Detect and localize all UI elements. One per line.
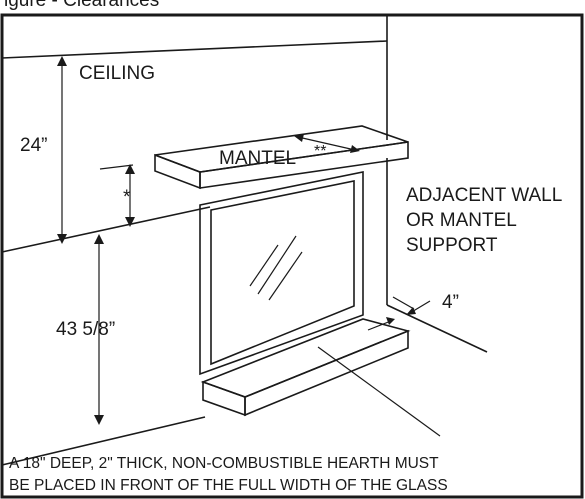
glass-glare	[249, 244, 279, 287]
arrow-up-icon	[125, 164, 135, 174]
dimension-line-4-inner	[367, 320, 392, 331]
arrow-down-icon	[125, 217, 135, 227]
adjacent-wall-label-line-1: ADJACENT WALL	[406, 185, 562, 206]
arrow-right-icon	[386, 317, 395, 325]
arrow-right-icon	[350, 145, 360, 153]
fireplace-frame	[199, 171, 364, 376]
side-clearance-dimension	[367, 300, 431, 331]
dimension-floor-height	[94, 234, 104, 425]
mantel-label: MANTEL	[219, 148, 296, 169]
floor-height-label: 43 5/8”	[56, 319, 115, 340]
hearth-leader-line	[317, 346, 441, 437]
hearth-note-line-1: A 18" DEEP, 2" THICK, NON-COMBUSTIBLE HE…	[9, 455, 439, 472]
wall-base-line	[1, 206, 211, 253]
adjacent-wall-label-line-2: OR MANTEL	[406, 210, 517, 231]
arrow-left-icon	[406, 307, 416, 315]
arrow-down-icon	[57, 234, 67, 244]
dimension-line-mantel	[297, 136, 356, 151]
hearth-left-edge	[202, 380, 246, 417]
ceiling-line	[1, 40, 388, 59]
side-clearance-label: 4”	[442, 292, 459, 313]
ceiling-clearance-label: 24”	[20, 135, 47, 156]
extension-line	[99, 164, 134, 170]
dimension-mantel-clearance	[99, 164, 135, 227]
arrow-left-icon	[294, 134, 304, 142]
figure-title-fragment: igure - Clearances	[4, 0, 159, 11]
mantel-front	[199, 141, 409, 189]
arrow-down-icon	[94, 415, 104, 425]
ceiling-label: CEILING	[79, 63, 155, 84]
hearth-note-line-2: BE PLACED IN FRONT OF THE FULL WIDTH OF …	[9, 477, 448, 494]
hearth	[200, 318, 441, 437]
mantel-front-left	[154, 153, 201, 190]
floor-line	[1, 416, 206, 466]
hearth-top	[200, 318, 411, 398]
fireplace-unit	[199, 171, 364, 376]
diagram-frame	[0, 13, 584, 499]
adjacent-wall-label-line-3: SUPPORT	[406, 235, 498, 256]
arrow-up-icon	[57, 56, 67, 66]
fireplace-glass	[210, 180, 355, 366]
room-walls	[1, 15, 488, 466]
dimension-ceiling-to-base	[57, 56, 67, 244]
floor-right-line	[386, 304, 488, 353]
arrow-up-icon	[94, 234, 104, 244]
side-clearance-line	[392, 296, 415, 310]
hearth-front-edge	[244, 329, 409, 417]
glass-glare	[268, 251, 303, 301]
mantel-shelf	[154, 125, 409, 190]
mantel-clearance-marker: *	[123, 187, 131, 208]
mantel-depth-dimension	[294, 134, 360, 153]
glass-glare	[257, 235, 297, 295]
mantel-depth-marker: **	[314, 143, 326, 160]
